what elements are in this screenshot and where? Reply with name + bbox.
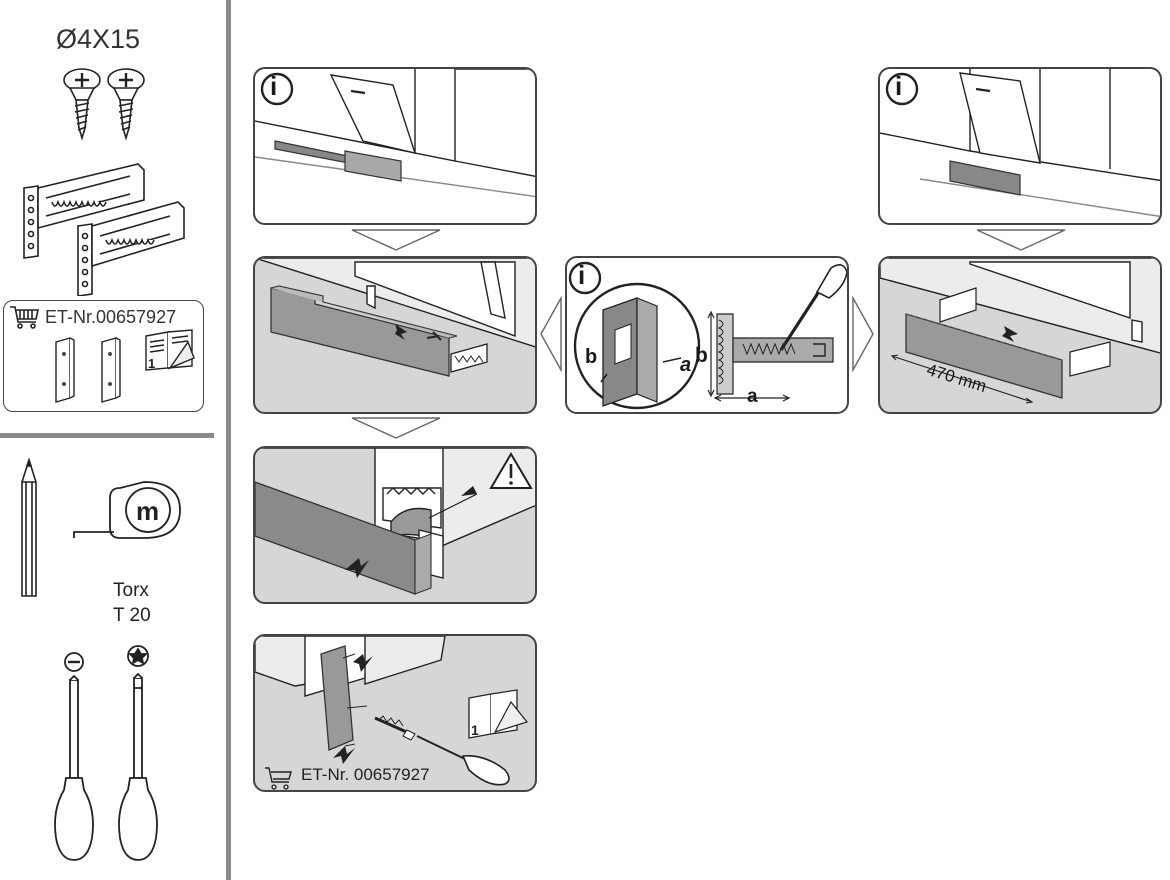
mounting-bracket-icon: [23, 163, 185, 296]
spare-part-number: ET-Nr. 00657927: [301, 765, 430, 784]
pencil-icon: [21, 458, 37, 597]
down-arrow-icon: [351, 229, 441, 251]
manual-page-number: 1: [148, 356, 155, 371]
step-panel-2: i: [878, 67, 1162, 225]
spare-part-number: ET-Nr.00657927: [45, 307, 177, 327]
spare-panel-icon: [55, 337, 121, 403]
screw-icon: [63, 68, 145, 141]
manual-page-number: 1: [471, 722, 479, 738]
info-badge: i: [270, 71, 278, 101]
tape-measure-label: m: [136, 496, 159, 526]
sidebar-vertical-divider: [226, 0, 231, 880]
step-panel-7-spare-part: ET-Nr. 00657927 1: [253, 634, 537, 792]
left-chevron-icon: [540, 296, 562, 372]
dimension-b-label: b: [695, 344, 708, 367]
info-badge: i: [578, 260, 586, 290]
spare-part-box: [3, 300, 204, 412]
dimension-b-label: b: [585, 346, 598, 368]
down-arrow-icon: [976, 229, 1066, 251]
shopping-cart-icon: [10, 306, 39, 329]
dimension-a-label: a: [747, 386, 758, 407]
torx-screwdriver-icon: [118, 645, 158, 861]
torx-label-line1: Torx: [113, 580, 149, 601]
info-badge: i: [895, 71, 903, 101]
step-panel-3: [253, 256, 537, 414]
torx-label-line2: T 20: [113, 605, 151, 626]
flat-screwdriver-icon: [54, 652, 94, 861]
step-panel-6-warning: [253, 446, 537, 604]
step-panel-1: i: [253, 67, 537, 225]
screw-spec-label: Ø4X15: [56, 24, 141, 54]
sidebar-horizontal-divider: [0, 433, 214, 438]
step-panel-4-dimensions: i b a b a: [565, 256, 849, 414]
manual-icon: 1: [145, 329, 195, 371]
step-panel-5-measure: 470 mm: [878, 256, 1162, 414]
dimension-a-label: a: [680, 354, 692, 376]
down-arrow-icon: [351, 417, 441, 439]
right-chevron-icon: [852, 296, 874, 372]
tape-measure-icon: m: [73, 481, 181, 539]
